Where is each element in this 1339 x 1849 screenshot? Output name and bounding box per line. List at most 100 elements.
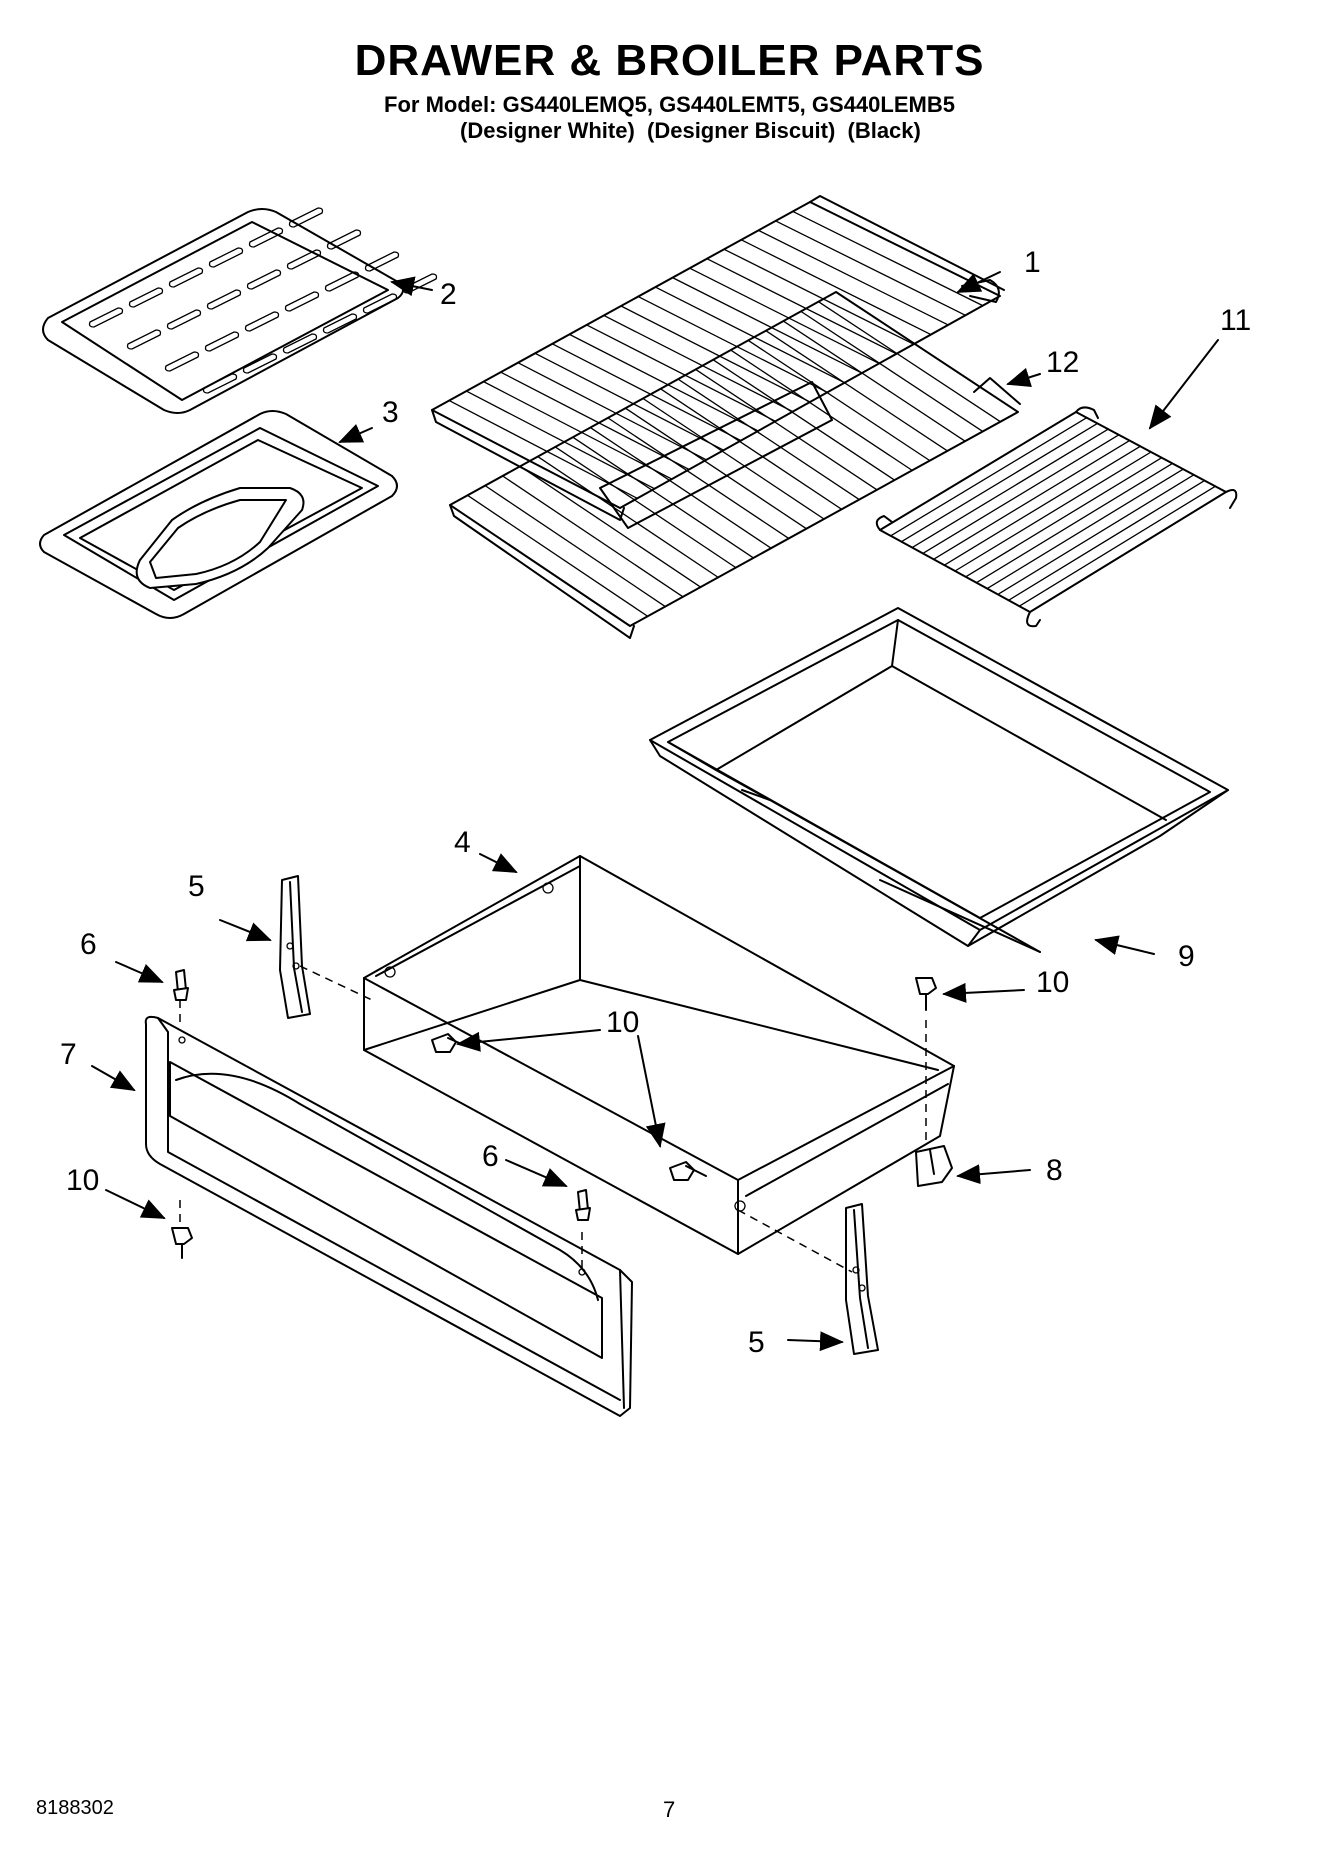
rack-wire <box>467 494 648 617</box>
drawer-front-panel-part <box>144 1015 633 1417</box>
rack-wire <box>517 362 707 461</box>
rack-wire <box>976 462 1173 584</box>
grid-slot <box>204 331 240 352</box>
broiler-pan-part <box>39 410 398 619</box>
rack-wire <box>572 436 754 559</box>
grid-slot <box>246 269 282 290</box>
drawer-body-part <box>363 855 955 1255</box>
pin-part <box>173 969 189 1001</box>
rack-wire <box>625 407 807 530</box>
callout-8: 8 <box>1046 1154 1063 1187</box>
oven-rack-part <box>431 195 1005 521</box>
grid-slot <box>282 333 318 354</box>
drawer-slide-right-part <box>845 1203 879 1355</box>
rack-wire <box>792 210 984 307</box>
rack-wire <box>943 445 1141 566</box>
callout-9: 9 <box>1178 940 1195 973</box>
rack-wire <box>672 277 863 374</box>
rack-wire <box>758 229 949 326</box>
rack-wire <box>818 301 1001 423</box>
callout-2: 2 <box>440 278 457 311</box>
grid-slot <box>206 289 242 310</box>
rack-wire <box>911 428 1109 549</box>
rack-wire <box>534 352 724 451</box>
callout-10b: 10 <box>1036 966 1069 999</box>
rack-wire <box>551 343 742 442</box>
color-line: (Designer White) (Designer Biscuit) (Bla… <box>460 118 921 143</box>
broiler-rack-part <box>875 406 1238 628</box>
pin-part <box>575 1189 591 1221</box>
callout-arrows <box>91 271 1219 1352</box>
grid-slot <box>168 267 204 288</box>
grid-slot <box>126 329 162 350</box>
rack-wire <box>554 446 737 569</box>
model-line: For Model: GS440LEMQ5, GS440LEMT5, GS440… <box>384 92 955 117</box>
grid-slot <box>284 291 320 312</box>
rack-wire <box>775 220 966 316</box>
screw-part <box>669 1161 707 1181</box>
callout-10a: 10 <box>66 1164 99 1197</box>
rack-wire <box>723 248 914 345</box>
grid-slot <box>242 353 278 374</box>
rack-wire <box>448 399 638 499</box>
clip-part <box>915 1145 953 1187</box>
callout-5a: 5 <box>188 870 205 903</box>
rack-wire <box>933 440 1130 560</box>
rack-wire <box>965 457 1163 578</box>
rack-wire <box>901 422 1098 543</box>
rack-wire <box>569 333 759 432</box>
document-number: 8188302 <box>36 1797 114 1819</box>
grid-slot <box>166 309 202 330</box>
rack-wire <box>586 324 776 422</box>
rack-wire <box>783 320 966 442</box>
callout-labels: 1 2 3 12 11 4 5 6 7 10 6 9 10 10 8 5 <box>60 246 1251 1359</box>
rack-wire <box>1008 480 1205 601</box>
grid-slot <box>286 249 322 270</box>
rack-wire <box>695 368 878 491</box>
callout-1: 1 <box>1024 246 1041 279</box>
rack-wire <box>603 314 794 413</box>
rack-wire <box>620 305 811 403</box>
rack-wire <box>483 381 673 480</box>
callout-6b: 6 <box>482 1140 499 1173</box>
grid-slot <box>326 229 362 250</box>
grid-slot <box>244 311 280 332</box>
rack-wire <box>502 475 684 598</box>
grid-slot <box>128 287 164 308</box>
callout-6a: 6 <box>80 928 97 961</box>
callout-4: 4 <box>454 826 471 859</box>
grid-slot <box>364 251 400 272</box>
rack-wire <box>607 417 790 539</box>
rack-wire <box>730 349 913 471</box>
grid-slot <box>248 227 284 248</box>
rack-wire <box>1018 485 1216 607</box>
callout-3: 3 <box>382 396 399 429</box>
rack-wire <box>986 468 1184 590</box>
rack-wire <box>519 465 701 588</box>
rack-wire <box>954 451 1152 572</box>
grid-slot <box>208 247 244 268</box>
rack-wire <box>677 378 860 501</box>
rack-wire <box>637 295 828 393</box>
rack-wire <box>537 456 719 578</box>
rack-wire <box>712 359 895 481</box>
grid-slot <box>202 373 238 394</box>
grid-slot <box>288 207 324 228</box>
rack-wire <box>740 239 932 336</box>
screw-part <box>171 1227 193 1259</box>
rack-wire <box>997 474 1195 595</box>
rack-wire <box>747 339 931 462</box>
rack-wire <box>890 417 1088 537</box>
grid-slot <box>164 351 200 372</box>
page-title: DRAWER & BROILER PARTS <box>354 36 985 85</box>
callout-10c: 10 <box>606 1006 639 1039</box>
rack-wire <box>655 286 845 384</box>
rack-wire <box>642 397 825 520</box>
grid-slot <box>322 313 358 334</box>
drawer-slide-left-part <box>279 875 311 1019</box>
rack-wire <box>765 330 948 452</box>
alignment-line <box>299 965 373 1001</box>
rack-wire <box>706 258 897 355</box>
